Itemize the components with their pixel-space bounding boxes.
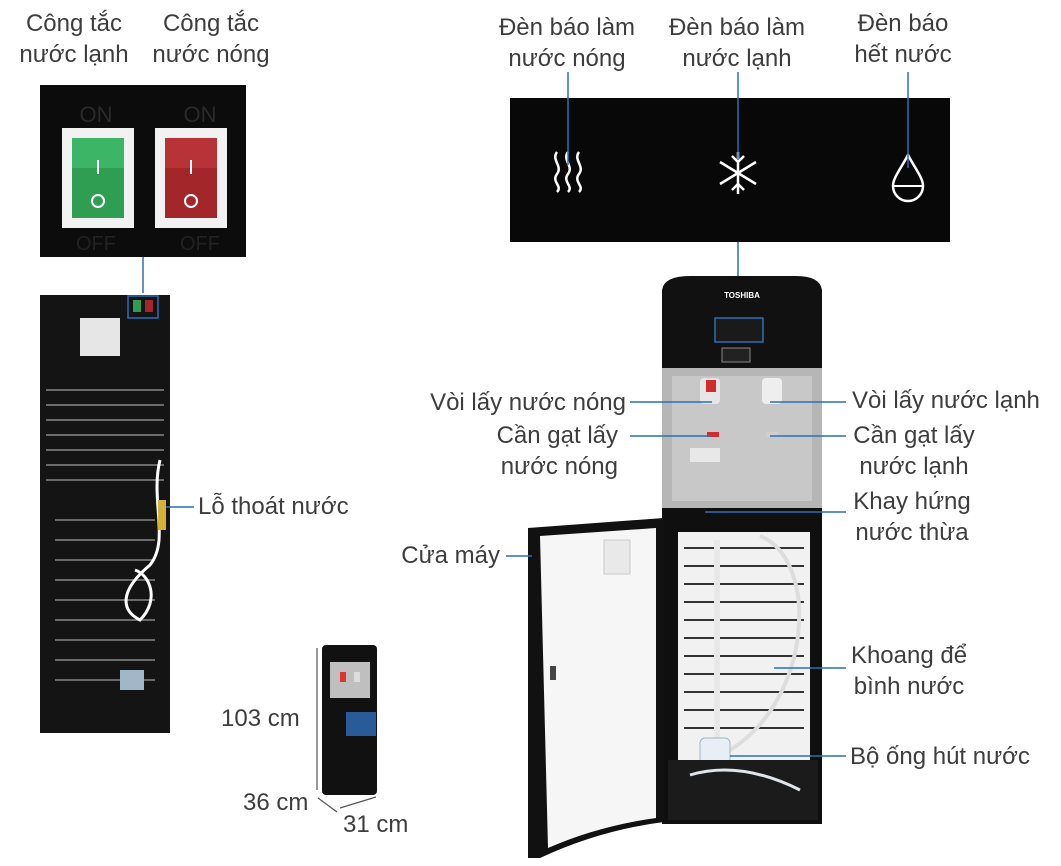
water-drop-icon [891, 152, 925, 203]
cold-tap-label: Vòi lấy nước lạnh [852, 387, 1040, 414]
dispenser-front-view: TOSHIBA [528, 276, 822, 858]
snowflake-icon [719, 152, 757, 194]
on-mark-right: ON [184, 102, 217, 127]
hot-tap-label: Vòi lấy nước nóng [430, 389, 626, 416]
off-mark-left: OFF [76, 233, 116, 255]
width-dimension: 31 cm [343, 811, 409, 838]
switch-closeup: ON ON OFF OFF [40, 85, 246, 257]
door-label: Cửa máy [401, 542, 500, 569]
heat-waves-icon [554, 151, 582, 193]
dispenser-thumbnail [316, 645, 377, 813]
on-mark-left: ON [80, 102, 113, 127]
drain-hole-label: Lỗ thoát nước [198, 493, 349, 520]
off-mark-right: OFF [180, 233, 220, 255]
indicator-panel [510, 98, 950, 242]
height-dimension: 103 cm [221, 705, 300, 732]
dispenser-back-view [40, 295, 170, 733]
brand-logo: TOSHIBA [724, 291, 760, 300]
depth-dimension: 36 cm [243, 789, 309, 816]
suction-tube-label: Bộ ống hút nước [850, 743, 1030, 770]
